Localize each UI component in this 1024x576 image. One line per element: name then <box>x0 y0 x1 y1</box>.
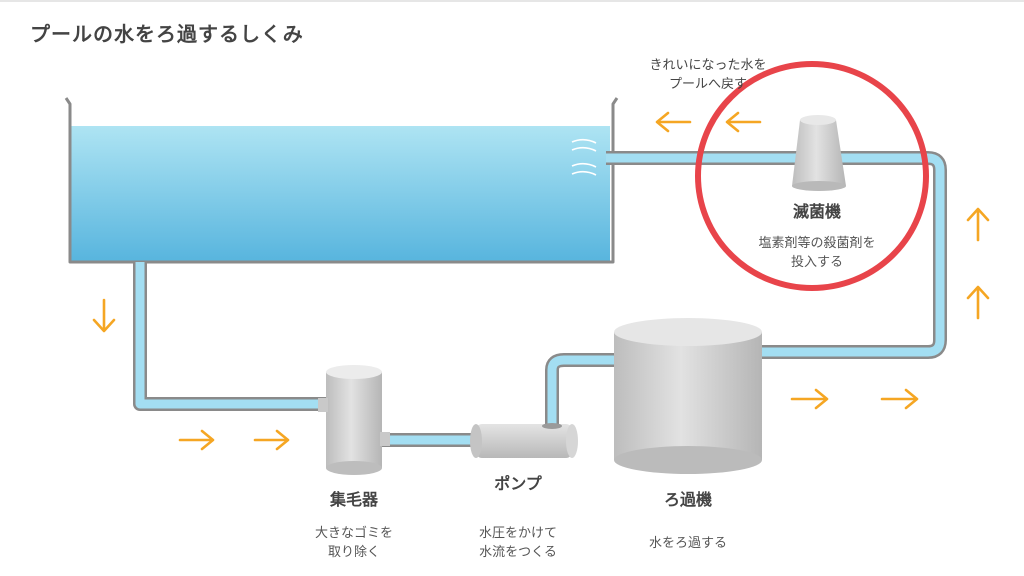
return-water-label: きれいになった水を プールへ戻す <box>618 56 798 94</box>
sterilizer-unit <box>792 115 846 191</box>
arrow-right-icon <box>253 429 290 451</box>
sterilizer-desc: 塩素剤等の殺菌剤を 投入する <box>732 234 902 272</box>
pump-desc-line-1: 水圧をかけて <box>478 526 557 541</box>
return-water-line-1: きれいになった水を <box>649 58 767 73</box>
return-water-line-2: プールへ戻す <box>668 77 747 92</box>
hair-catcher-unit <box>318 365 390 475</box>
sterilizer-desc-line-2: 投入する <box>790 255 843 270</box>
sterilizer-label: 滅菌機 塩素剤等の殺菌剤を 投入する <box>732 198 902 272</box>
pump-desc-line-2: 水流をつくる <box>479 545 557 560</box>
pool <box>64 97 619 264</box>
pool-water <box>70 126 610 261</box>
pump-desc: 水圧をかけて 水流をつくる <box>456 524 580 562</box>
arrow-right-icon <box>880 388 919 410</box>
arrow-right-icon <box>790 388 829 410</box>
filter-body <box>614 332 762 460</box>
filter-desc-line-1: 水をろ過する <box>648 536 727 551</box>
inflow-splash <box>571 138 597 176</box>
hair-catcher-desc-line-2: 取り除く <box>327 545 380 560</box>
hair-catcher-label: 集毛器 大きなゴミを 取り除く <box>294 486 414 562</box>
hair-catcher-desc-line-1: 大きなゴミを <box>314 526 393 541</box>
filter-desc: 水をろ過する <box>624 534 752 553</box>
hair-catcher-desc: 大きなゴミを 取り除く <box>294 524 414 562</box>
flow-arrows <box>92 111 990 451</box>
pump-label: ポンプ 水圧をかけて 水流をつくる <box>456 470 580 562</box>
sterilizer-name: 滅菌機 <box>792 202 841 221</box>
arrow-down-icon <box>92 298 116 333</box>
arrow-left-icon <box>725 111 762 133</box>
pump-name: ポンプ <box>494 474 542 493</box>
sterilizer-desc-line-1: 塩素剤等の殺菌剤を <box>758 236 876 251</box>
pump-body <box>476 424 572 458</box>
arrow-right-icon <box>178 429 215 451</box>
filter-name: ろ過機 <box>663 490 712 509</box>
pipe-system <box>133 151 947 447</box>
hair-catcher-body <box>326 372 382 468</box>
arrow-up-icon <box>966 285 990 320</box>
filter-unit <box>614 318 762 474</box>
pipe-outlet <box>133 262 335 411</box>
pump-unit <box>470 423 578 458</box>
filter-label: ろ過機 水をろ過する <box>624 486 752 553</box>
diagram-title: プールの水をろ過するしくみ <box>30 22 304 46</box>
arrow-up-icon <box>966 207 990 242</box>
hair-catcher-name: 集毛器 <box>329 490 378 509</box>
pool-wall <box>64 97 619 264</box>
pipe-to-filter <box>545 353 618 428</box>
highlight-circle <box>695 61 929 291</box>
arrow-left-icon <box>655 111 692 133</box>
sterilizer-body <box>792 120 846 186</box>
